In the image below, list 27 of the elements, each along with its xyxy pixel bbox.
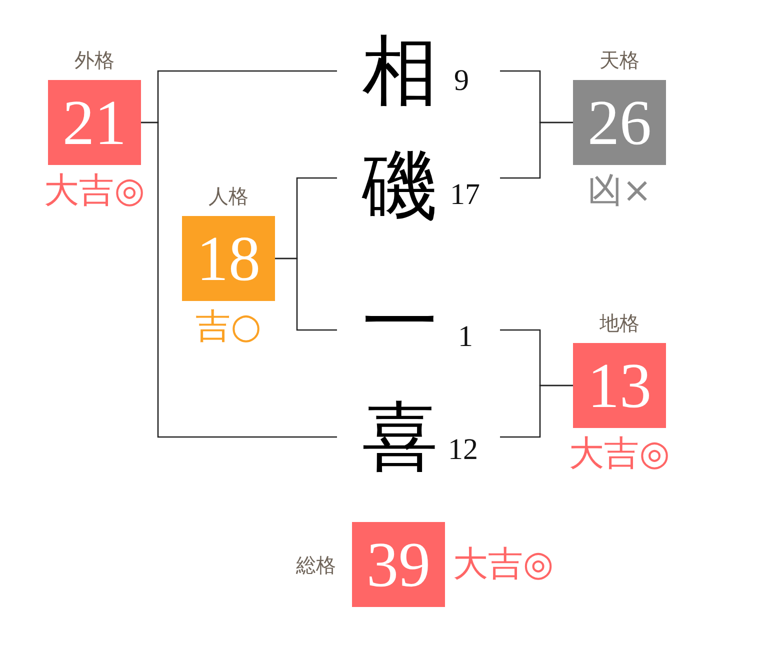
kanji-character: 相 (362, 33, 438, 109)
bracket-line (500, 122, 573, 179)
stroke-count: 12 (448, 435, 478, 465)
category-label: 総格 (296, 554, 336, 574)
stroke-count: 1 (458, 322, 473, 352)
category-label: 人格 (208, 186, 248, 206)
score-number: 26 (588, 90, 652, 154)
kanji-character: 磯 (362, 148, 438, 224)
category-label: 外格 (74, 50, 114, 70)
bracket-line (141, 122, 337, 438)
stroke-count: 9 (454, 66, 469, 96)
fortune-rating: 大吉◎ (44, 174, 145, 209)
score-number: 39 (366, 532, 430, 596)
score-number: 18 (196, 226, 260, 290)
stroke-count: 17 (450, 180, 480, 210)
score-number: 21 (62, 90, 126, 154)
kanji-character: 一 (362, 284, 438, 360)
fortune-rating: 凶× (587, 174, 652, 209)
fortune-rating: 大吉◎ (453, 547, 554, 582)
kanji-character: 喜 (362, 399, 438, 475)
category-label: 天格 (600, 50, 640, 70)
bracket-line (275, 258, 337, 331)
category-label: 地格 (600, 313, 640, 333)
bracket-line (500, 384, 573, 438)
fortune-rating: 吉○ (196, 310, 262, 345)
score-number: 13 (588, 354, 652, 418)
fortune-rating: 大吉◎ (569, 437, 670, 472)
